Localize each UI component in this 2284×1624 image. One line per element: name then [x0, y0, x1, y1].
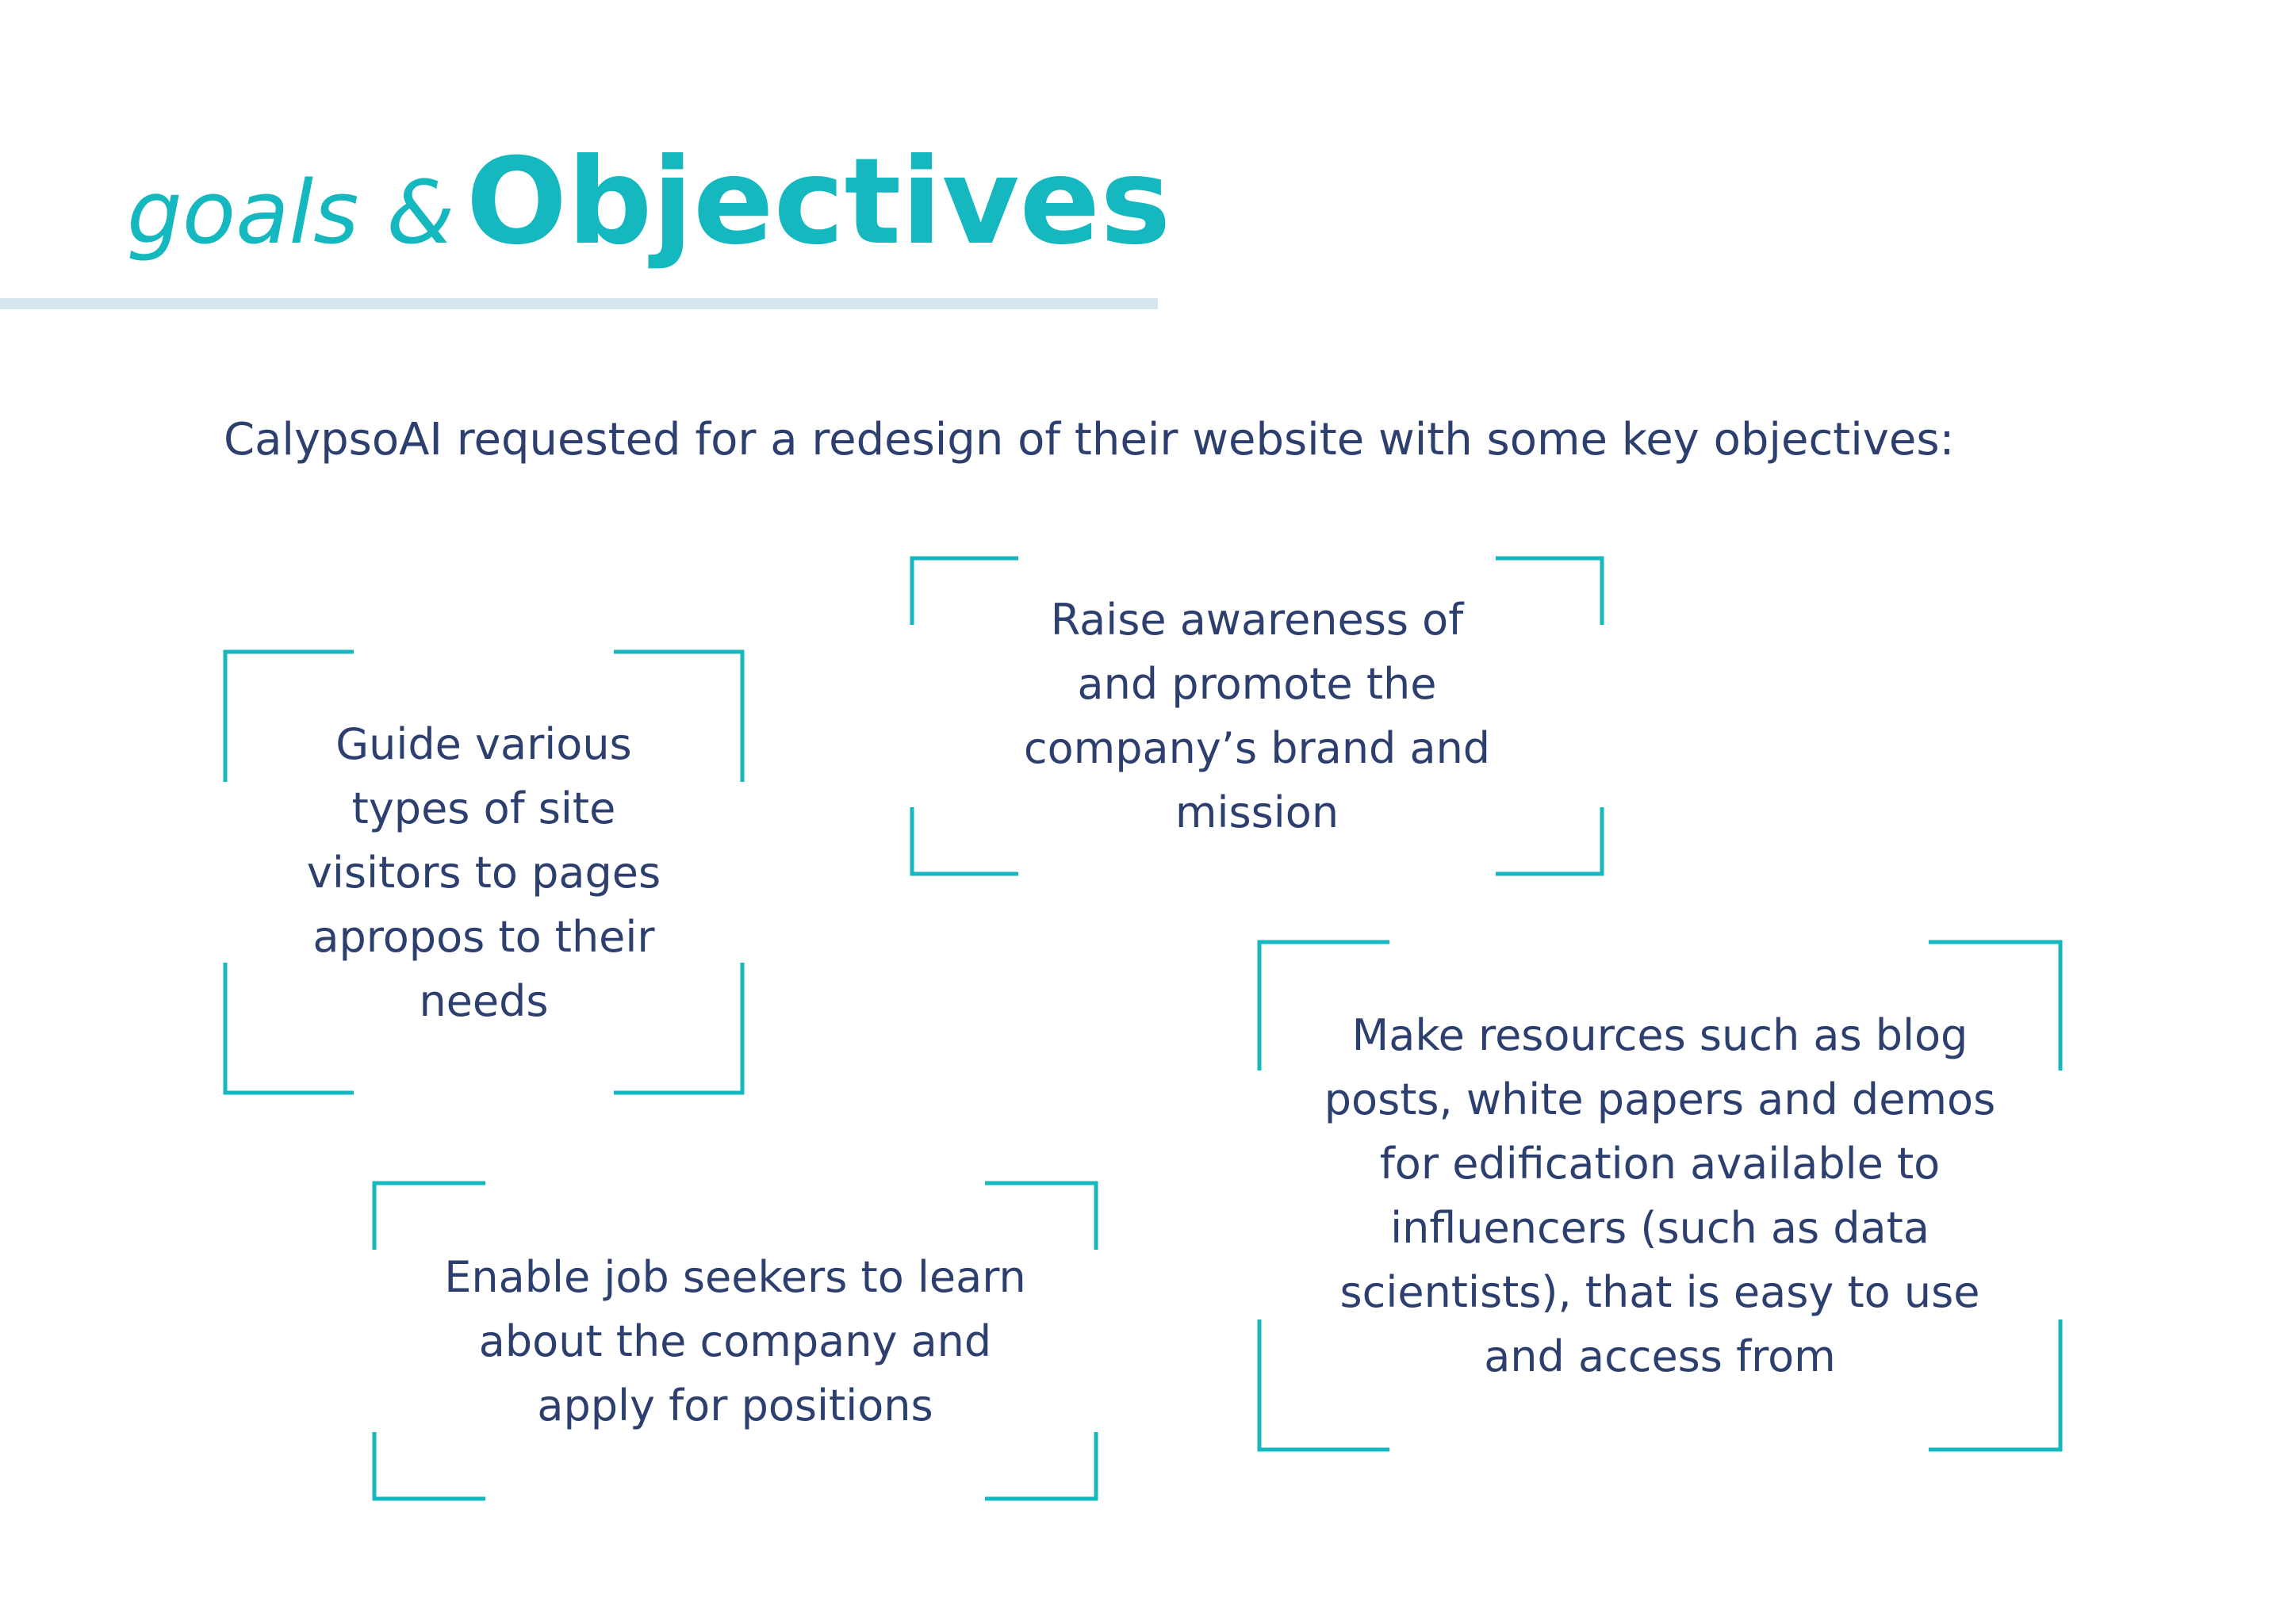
- objective-box-make-resources: Make resources such as blog posts, white…: [1257, 940, 2063, 1452]
- bracket-frame-icon: [1257, 940, 2063, 1452]
- objective-box-enable-job-seekers: Enable job seekers to learn about the co…: [372, 1181, 1098, 1501]
- page-title: goals & Objectives: [127, 143, 1171, 262]
- title-light: goals &: [127, 162, 455, 263]
- bracket-frame-icon: [910, 556, 1604, 876]
- title-bold: Objectives: [466, 133, 1171, 271]
- bracket-frame-icon: [372, 1181, 1098, 1501]
- objective-text: Raise awareness of and promote the compa…: [1023, 595, 1491, 837]
- objective-text: Enable job seekers to learn about the co…: [444, 1251, 1026, 1431]
- objective-box-guide-visitors: Guide various types of site visitors to …: [223, 649, 745, 1095]
- bracket-frame-icon: [223, 649, 745, 1095]
- objective-text: Guide various types of site visitors to …: [306, 718, 661, 1026]
- title-underline: [0, 298, 1158, 309]
- objective-text: Make resources such as blog posts, white…: [1324, 1010, 1996, 1381]
- objective-box-raise-awareness: Raise awareness of and promote the compa…: [910, 556, 1604, 876]
- intro-text: CalypsoAI requested for a redesign of th…: [224, 414, 1955, 465]
